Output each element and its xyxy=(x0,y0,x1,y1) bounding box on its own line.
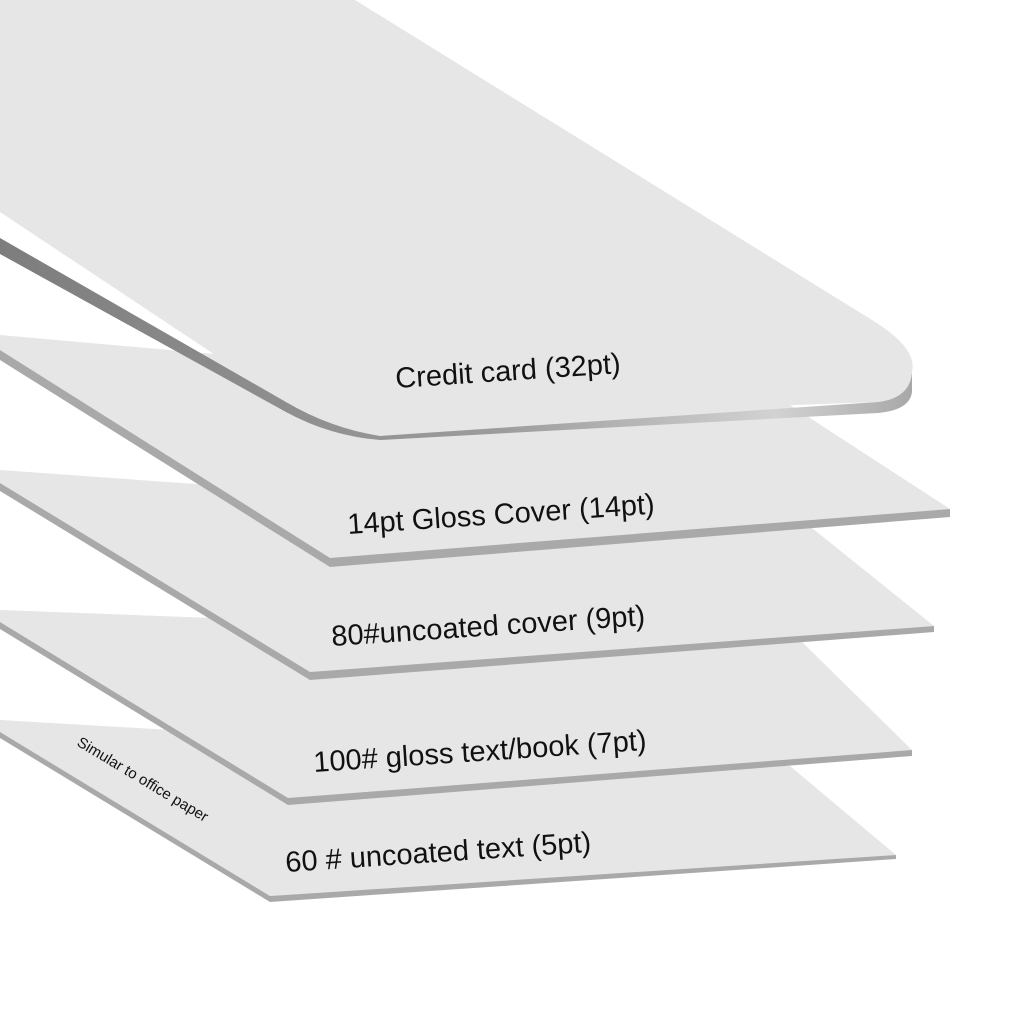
card-face xyxy=(0,0,913,421)
sheet-face xyxy=(0,335,950,558)
sheet-14pt-gloss-cover: 14pt Gloss Cover (14pt) xyxy=(0,335,950,567)
sheet-credit-card: Credit card (32pt) xyxy=(0,0,913,440)
sheet-face xyxy=(0,610,912,798)
sheet-edge xyxy=(0,483,934,680)
sheet-100-gloss-text-book: 100# gloss text/book (7pt) xyxy=(0,610,912,805)
